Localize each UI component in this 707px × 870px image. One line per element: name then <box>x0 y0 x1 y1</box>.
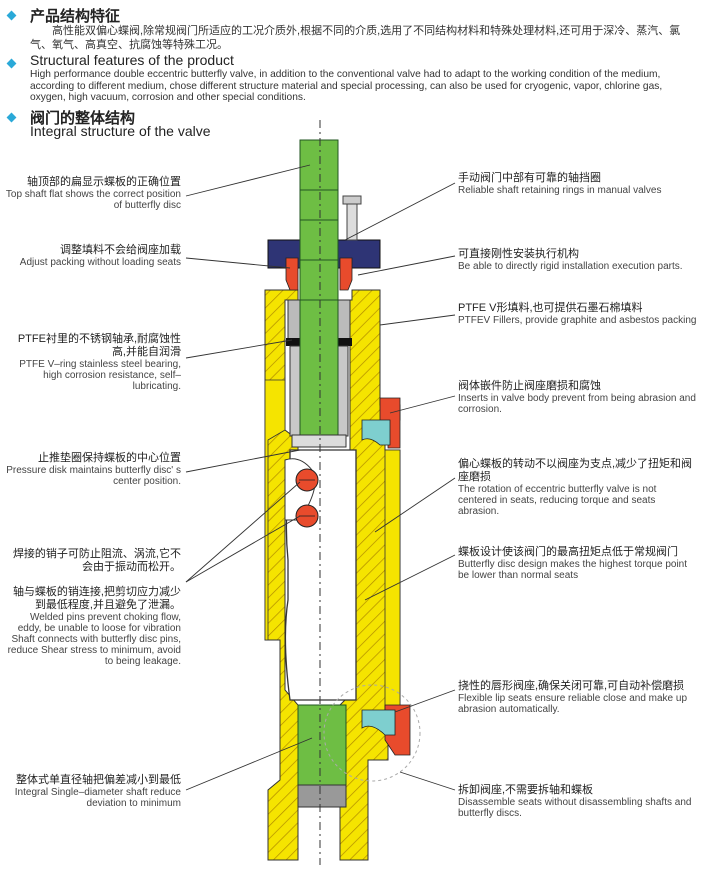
valve-body-inner-left <box>264 379 286 641</box>
features-en-body: High performance double eccentric butter… <box>30 69 663 103</box>
seat-lip-lower <box>361 709 396 736</box>
label-ptfe-bearing: PTFE衬里的不锈钢轴承,耐腐蚀性高,并能自润滑 PTFE V–ring sta… <box>17 333 181 392</box>
upper-shaft-step <box>291 434 347 448</box>
valve-body-inner-right <box>384 449 401 721</box>
packing-black-left <box>286 338 300 346</box>
packing-red-left <box>285 257 299 291</box>
label-ptfe-fillers: PTFE V形填料,也可提供石墨石棉填料 PTFEV Fillers, prov… <box>458 302 697 326</box>
packing-black-right <box>338 338 352 346</box>
bolt-right-head <box>342 195 362 205</box>
label-eccentric-rotation: 偏心蝶板的转动不以阀座为支点,减少了扭矩和阀座磨损 The rotation o… <box>458 458 693 517</box>
features-en-title: Structural features of the product <box>30 52 234 68</box>
label-integral-shaft: 整体式单直径轴把偏差减小到最低 Integral Single–diameter… <box>14 774 181 809</box>
label-adjust-packing: 调整填料不会给阀座加载 Adjust packing without loadi… <box>19 244 181 268</box>
label-shaft-pin-connection: 轴与蝶板的销连接,把剪切应力减少到最低程度,并且避免了泄漏。 Welded pi… <box>7 586 181 667</box>
features-cn-body: 高性能双偏心蝶阀,除常规阀门所适应的工况介质外,根据不同的介质,选用了不同结构材… <box>30 25 681 51</box>
label-disassemble-seats: 拆卸阀座,不需要拆轴和蝶板 Disassemble seats without … <box>458 784 692 819</box>
seat-lip-upper <box>361 419 391 446</box>
label-top-shaft-flat: 轴顶部的扁显示蝶板的正确位置 Top shaft flat shows the … <box>5 176 181 211</box>
label-rigid-installation: 可直接刚性安装执行机构 Be able to directly rigid in… <box>458 248 683 272</box>
upper-shaft <box>299 139 339 446</box>
label-body-inserts: 阀体嵌件防止阀座磨损和腐蚀 Inserts in valve body prev… <box>458 380 696 415</box>
label-flexible-lip-seats: 挠性的唇形阀座,确保关闭可靠,可自动补偿磨损 Flexible lip seat… <box>458 680 688 715</box>
label-shaft-retaining-rings: 手动阀门中部有可靠的轴挡圈 Reliable shaft retaining r… <box>458 172 662 196</box>
packing-red-right <box>339 257 353 291</box>
lower-shaft-end <box>297 784 347 808</box>
integral-cn-title: 阀门的整体结构 <box>30 110 136 127</box>
integral-en-title: Integral structure of the valve <box>30 123 211 139</box>
features-cn-title: 产品结构特征 <box>30 8 121 25</box>
label-disc-design: 蝶板设计使该阀门的最高扭矩点低于常规阀门 Butterfly disc desi… <box>458 546 688 581</box>
seat-detail-circle <box>323 684 421 782</box>
label-pressure-disk: 止推垫圈保持蝶板的中心位置 Pressure disk maintains bu… <box>6 452 181 487</box>
label-welded-pins: 焊接的销子可防止阻流、涡流,它不会由于振动而松开。 <box>12 548 181 573</box>
lower-shaft <box>297 704 347 786</box>
